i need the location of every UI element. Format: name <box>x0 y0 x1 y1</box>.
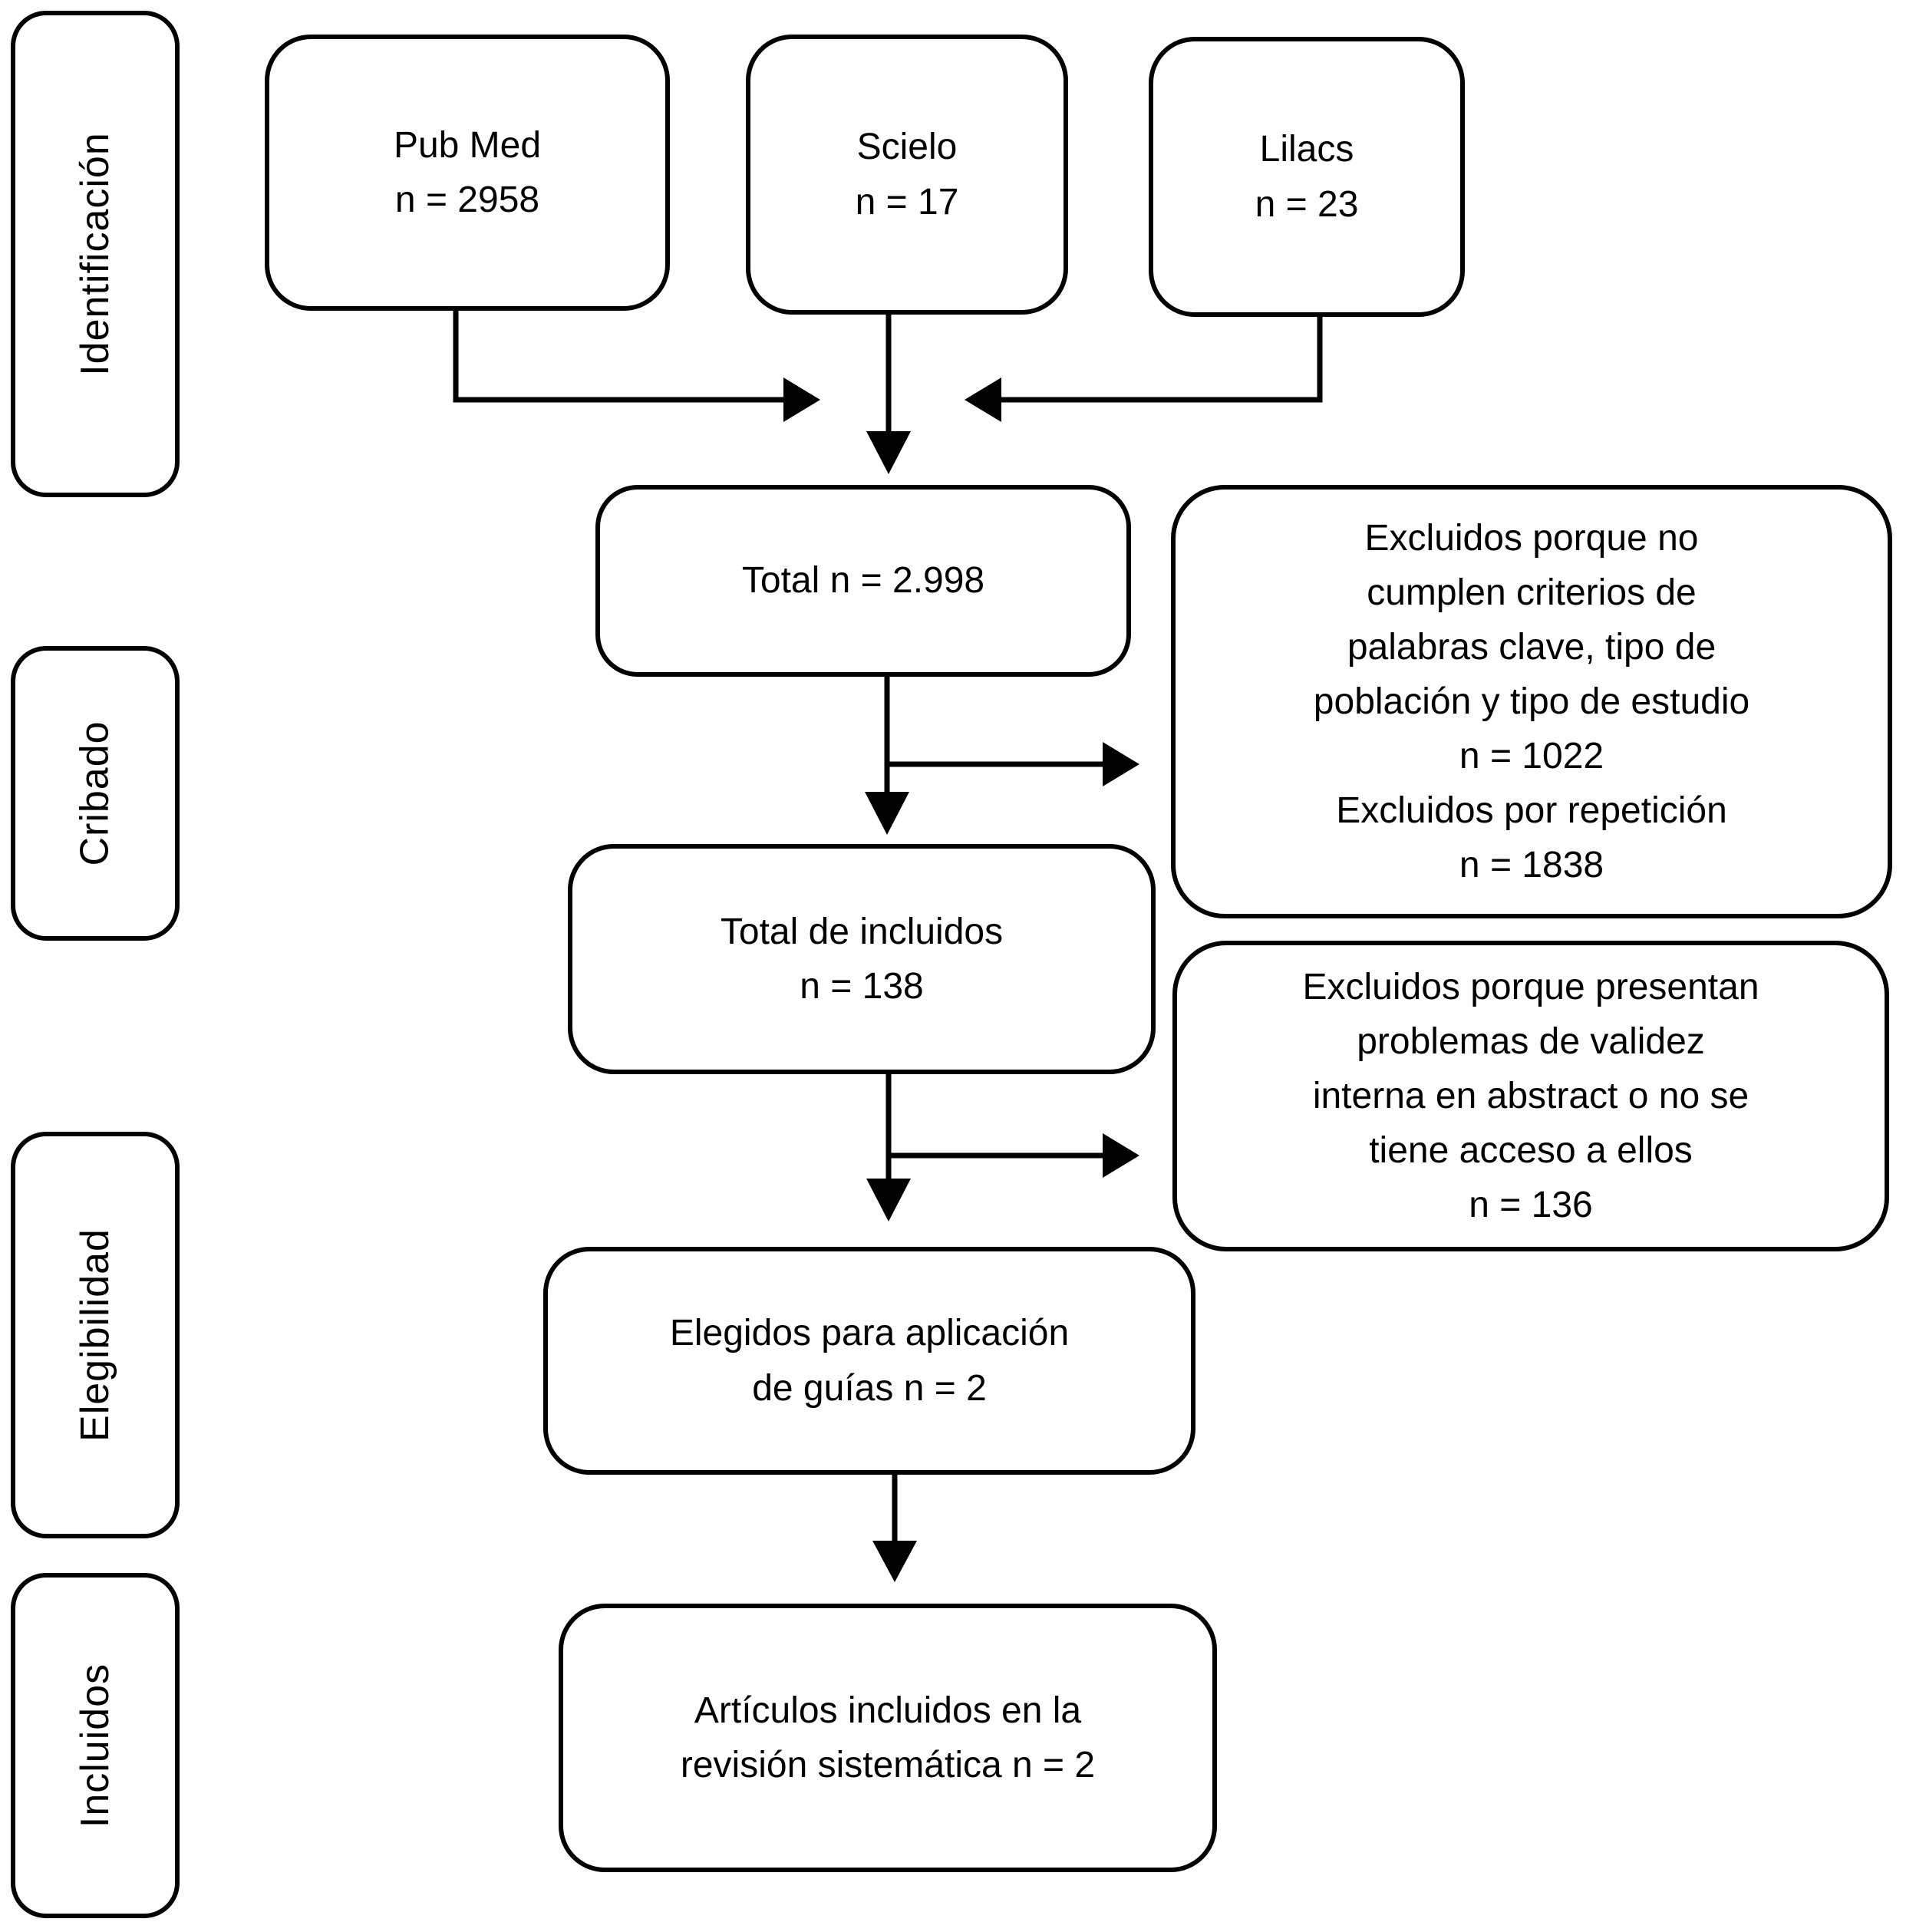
arrow-chosen-to-review <box>872 1475 917 1582</box>
box-included-in-review: Artículos incluidos en la revisión siste… <box>559 1604 1217 1872</box>
arrow-lilacs-to-total <box>965 315 1323 422</box>
box-lilacs: Lilacs n = 23 <box>1149 37 1465 317</box>
box-chosen-for-guidelines-text: Elegidos para aplicación de guías n = 2 <box>669 1313 1070 1409</box>
box-chosen-for-guidelines: Elegidos para aplicación de guías n = 2 <box>543 1247 1195 1475</box>
stage-box-incluidos: Incluidos <box>11 1573 180 1918</box>
box-scielo-text: Scielo n = 17 <box>855 127 959 223</box>
stage-label-identificacion: Identificación <box>73 132 117 376</box>
stage-box-elegibilidad: Elegibilidad <box>11 1132 180 1538</box>
arrow-total-to-excluded-screening <box>887 742 1139 786</box>
box-excluded-eligibility: Excluidos porque presentan problemas de … <box>1172 941 1889 1251</box>
stage-label-elegibilidad: Elegibilidad <box>73 1228 117 1442</box>
box-excluded-screening-text: Excluidos porque no cumplen criterios de… <box>1313 517 1750 886</box>
stage-box-cribado: Cribado <box>11 646 180 941</box>
box-excluded-eligibility-text: Excluidos porque presentan problemas de … <box>1302 966 1759 1226</box>
box-total: Total n = 2.998 <box>595 485 1131 677</box>
box-total-text: Total n = 2.998 <box>741 560 985 602</box>
stage-label-cribado: Cribado <box>72 720 117 866</box>
box-scielo: Scielo n = 17 <box>746 35 1068 315</box>
stage-box-identificacion: Identificación <box>11 11 180 497</box>
arrow-total-to-included <box>865 677 909 835</box>
box-pubmed: Pub Med n = 2958 <box>265 35 670 311</box>
box-pubmed-text: Pub Med n = 2958 <box>393 124 542 220</box>
arrow-included-to-chosen <box>866 1074 911 1222</box>
box-lilacs-text: Lilacs n = 23 <box>1255 129 1359 225</box>
box-total-included-text: Total de incluidos n = 138 <box>720 911 1004 1007</box>
arrow-pubmed-to-total <box>453 310 820 422</box>
arrow-scielo-to-total <box>866 315 911 474</box>
stage-label-incluidos: Incluidos <box>73 1663 118 1828</box>
box-excluded-screening: Excluidos porque no cumplen criterios de… <box>1171 485 1892 918</box>
box-included-in-review-text: Artículos incluidos en la revisión siste… <box>680 1690 1096 1785</box>
box-total-included: Total de incluidos n = 138 <box>568 844 1156 1074</box>
arrow-included-to-excluded-eligibility <box>889 1133 1139 1178</box>
